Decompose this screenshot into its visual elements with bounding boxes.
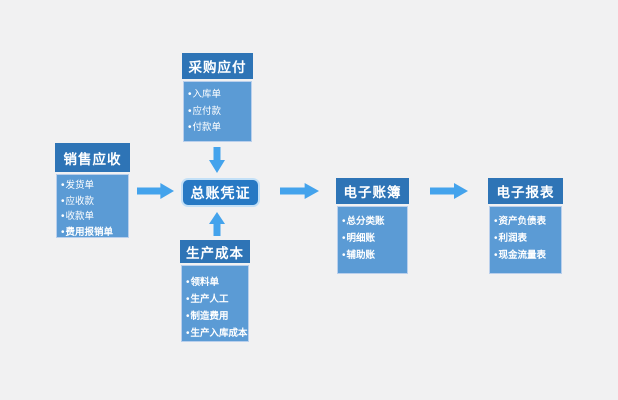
bullet-icon: • [186, 277, 190, 288]
module-title: 采购应付 [182, 53, 253, 79]
list-item-label: 费用报销单 [65, 226, 114, 238]
list-item-label: 应收款 [65, 195, 95, 207]
list-item: •应收款 [61, 194, 126, 210]
list-item-label: 总分类账 [346, 216, 385, 227]
list-item-label: 付款单 [192, 122, 222, 133]
list-item: •现金流量表 [494, 247, 559, 264]
arrow-down-icon-purchase-to-ledger [209, 147, 225, 173]
list-item-label: 制造费用 [190, 311, 229, 322]
bullet-icon: • [494, 250, 498, 261]
module-item-list: •发货单 •应收款 •收款单 •费用报销单 [56, 174, 129, 238]
list-item: •生产人工 [186, 291, 246, 308]
module-box-electronic-ledger: 电子账簿 •总分类账 •明细账 •辅助账 [336, 178, 409, 274]
list-item: •发货单 [61, 178, 126, 194]
bullet-icon: • [186, 311, 190, 322]
node-general-ledger-voucher: 总账凭证 [181, 178, 260, 207]
list-item: •应付款 [188, 104, 249, 121]
list-item-label: 资产负债表 [498, 216, 547, 227]
module-box-production-cost: 生产成本 •领料单 •生产人工 •制造费用 •生产入库成本 [180, 240, 250, 342]
bullet-icon: • [61, 211, 65, 222]
list-item: •辅助账 [342, 247, 405, 264]
module-box-sales-receivable: 销售应收 •发货单 •应收款 •收款单 •费用报销单 [55, 143, 130, 238]
module-box-electronic-report: 电子报表 •资产负债表 •利润表 •现金流量表 [488, 178, 563, 274]
list-item: •资产负债表 [494, 213, 559, 230]
module-item-list: •资产负债表 •利润表 •现金流量表 [489, 206, 562, 274]
bullet-icon: • [188, 122, 192, 133]
list-item: •总分类账 [342, 213, 405, 230]
arrow-right-icon-ledger-to-ebook [280, 183, 319, 199]
module-item-list: •领料单 •生产人工 •制造费用 •生产入库成本 [181, 265, 249, 342]
list-item: •入库单 [188, 87, 249, 104]
list-item: •制造费用 [186, 308, 246, 325]
list-item-label: 收款单 [65, 211, 95, 222]
list-item-label: 发货单 [65, 180, 95, 191]
bullet-icon: • [188, 89, 192, 100]
bullet-icon: • [342, 233, 346, 244]
bullet-icon: • [61, 195, 65, 207]
list-item-label: 现金流量表 [498, 250, 547, 261]
bullet-icon: • [186, 328, 190, 339]
list-item: •收款单 [61, 209, 126, 225]
list-item-label: 利润表 [498, 233, 528, 244]
bullet-icon: • [494, 216, 498, 227]
arrow-right-icon-sales-to-ledger [137, 183, 174, 199]
module-title: 电子报表 [488, 178, 563, 204]
list-item: •生产入库成本 [186, 325, 248, 342]
list-item-label: 辅助账 [346, 250, 376, 261]
arrow-right-icon-ebook-to-ereport [430, 183, 468, 199]
module-title: 销售应收 [55, 143, 130, 172]
module-item-list: •总分类账 •明细账 •辅助账 [337, 206, 408, 274]
module-item-list: •入库单 •应付款 •付款单 [183, 81, 252, 142]
bullet-icon: • [494, 233, 498, 244]
list-item-label: 生产入库成本 [190, 328, 248, 339]
list-item-label: 入库单 [192, 89, 222, 100]
bullet-icon: • [188, 105, 192, 117]
list-item: •明细账 [342, 230, 405, 247]
module-title: 电子账簿 [336, 178, 409, 204]
list-item-label: 生产人工 [190, 294, 229, 305]
bullet-icon: • [186, 294, 190, 305]
list-item: •付款单 [188, 120, 249, 137]
bullet-icon: • [61, 180, 65, 191]
module-box-purchase-payable: 采购应付 •入库单 •应付款 •付款单 [182, 53, 253, 142]
module-title: 生产成本 [180, 240, 250, 263]
list-item-label: 领料单 [190, 277, 220, 288]
list-item: •利润表 [494, 230, 559, 247]
list-item: •费用报销单 [61, 225, 126, 241]
arrow-up-icon-production-to-ledger [209, 212, 225, 236]
list-item-label: 应付款 [192, 105, 222, 117]
list-item: •领料单 [186, 274, 246, 291]
bullet-icon: • [342, 250, 346, 261]
list-item-label: 明细账 [346, 233, 376, 244]
bullet-icon: • [342, 216, 346, 227]
bullet-icon: • [61, 226, 65, 238]
